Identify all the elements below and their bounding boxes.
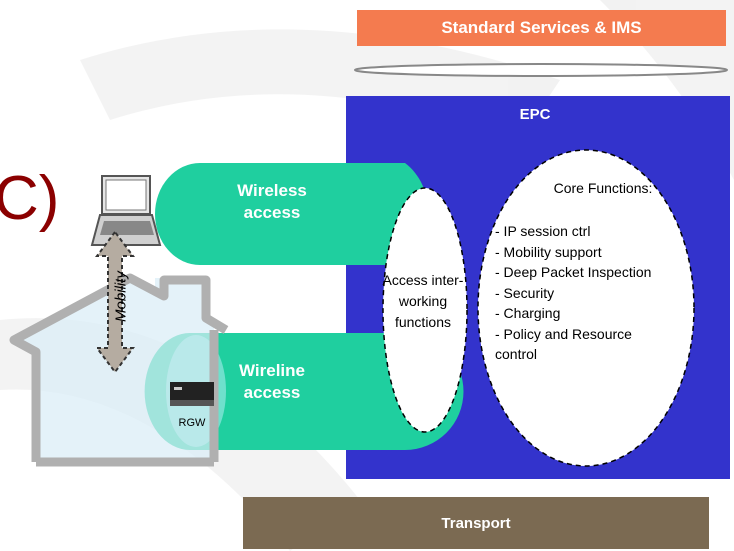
core-function-item: - Mobility support: [495, 243, 602, 260]
core-function-item: - Policy and Resource: [495, 325, 632, 342]
services-ellipse: [354, 63, 728, 77]
core-function-item: - Security: [495, 284, 555, 301]
services-label: Standard Services & IMS: [441, 18, 642, 37]
core-functions-title: Core Functions:: [553, 180, 653, 196]
mobility-label: Mobility: [112, 271, 130, 322]
mobility-arrow: [95, 230, 135, 374]
rgw-router-icon: [170, 382, 214, 406]
rgw-label: RGW: [178, 417, 206, 429]
transport-bar: [243, 497, 709, 549]
core-functions-list: - IP session ctrl - Mobility support - D…: [495, 221, 725, 365]
epc-title: EPC: [519, 106, 551, 123]
transport-label: Transport: [441, 514, 511, 532]
core-functions-ellipse: [477, 149, 695, 467]
wireless-access-tube: [155, 163, 429, 265]
wireline-access-label: Wireline access: [239, 361, 305, 402]
wireline-access-tube: [144, 333, 464, 451]
core-function-item: - IP session ctrl: [495, 223, 591, 239]
partial-heading-text: C): [0, 164, 60, 233]
services-box-bg: [357, 10, 726, 46]
core-function-item: - Charging: [495, 305, 561, 321]
access-interworking-ellipse: [382, 187, 468, 433]
access-interworking-label: Access inter-working functions: [382, 272, 464, 330]
core-function-item: control: [495, 346, 538, 362]
wireless-access-label: Wireless access: [237, 181, 307, 222]
core-function-item: - Deep Packet Inspection: [495, 264, 652, 280]
laptop-icon: [90, 175, 162, 246]
